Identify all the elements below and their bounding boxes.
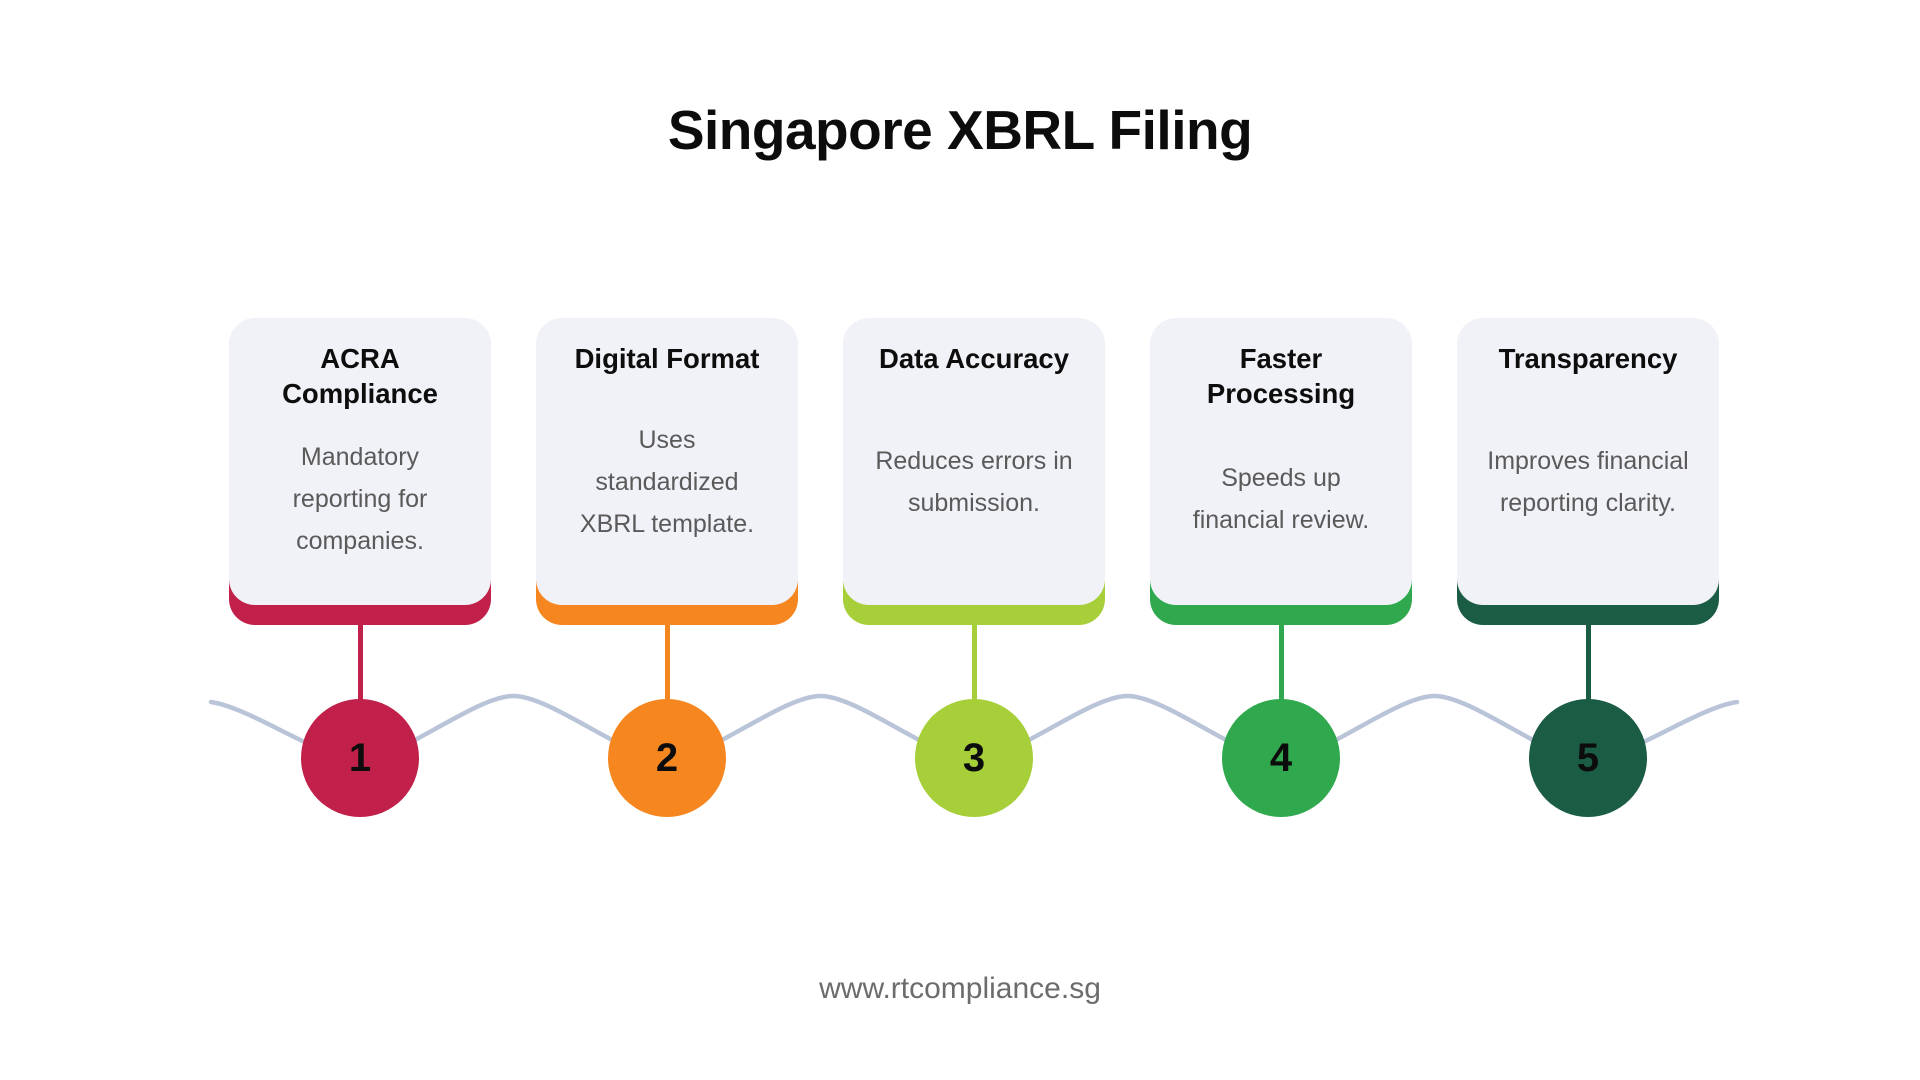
step-number-badge: 3: [915, 699, 1033, 817]
step-card: Digital Format Uses standardized XBRL te…: [536, 318, 798, 605]
connector-line: [971, 588, 977, 700]
step-description: Improves financial reporting clarity.: [1487, 446, 1689, 517]
step-number: 1: [348, 735, 372, 780]
step-column-faster-processing: Faster Processing Speeds up financial re…: [1150, 318, 1412, 828]
step-number-badge: 2: [608, 699, 726, 817]
step-description: Mandatory reporting for companies.: [292, 443, 428, 556]
connector-line: [1278, 588, 1284, 700]
step-card: Transparency Improves financial reportin…: [1457, 318, 1719, 605]
step-title: Data Accuracy: [878, 343, 1070, 374]
step-title: Faster Processing: [1206, 343, 1356, 409]
footer-url: www.rtcompliance.sg: [819, 972, 1101, 1005]
step-description: Speeds up financial review.: [1192, 464, 1370, 535]
step-card: Data Accuracy Reduces errors in submissi…: [843, 318, 1105, 605]
step-card: Faster Processing Speeds up financial re…: [1150, 318, 1412, 605]
step-number: 5: [1576, 735, 1600, 780]
step-description: Uses standardized XBRL template.: [579, 425, 755, 538]
step-number-badge: 5: [1529, 699, 1647, 817]
step-description-wrap: Improves financial reporting clarity.: [1465, 377, 1711, 587]
step-number: 2: [655, 735, 679, 780]
connector-line: [1585, 588, 1591, 700]
page-title: Singapore XBRL Filing: [667, 99, 1253, 161]
step-column-digital-format: Digital Format Uses standardized XBRL te…: [536, 318, 798, 828]
step-number: 4: [1269, 735, 1293, 780]
step-column-transparency: Transparency Improves financial reportin…: [1457, 318, 1719, 828]
step-number-badge: 4: [1222, 699, 1340, 817]
step-title: ACRA Compliance: [282, 343, 438, 409]
step-description-wrap: Uses standardized XBRL template.: [544, 377, 790, 587]
step-title: Transparency: [1498, 343, 1678, 374]
step-column-acra-compliance: ACRA Compliance Mandatory reporting for …: [229, 318, 491, 828]
step-column-data-accuracy: Data Accuracy Reduces errors in submissi…: [843, 318, 1105, 828]
step-title: Digital Format: [574, 343, 760, 374]
step-description-wrap: Mandatory reporting for companies.: [237, 412, 483, 587]
step-description-wrap: Reduces errors in submission.: [851, 377, 1097, 587]
step-description-wrap: Speeds up financial review.: [1158, 412, 1404, 587]
connector-line: [357, 588, 363, 700]
step-card: ACRA Compliance Mandatory reporting for …: [229, 318, 491, 605]
step-description: Reduces errors in submission.: [875, 446, 1073, 517]
step-number: 3: [962, 735, 986, 780]
step-number-badge: 1: [301, 699, 419, 817]
connector-line: [664, 588, 670, 700]
